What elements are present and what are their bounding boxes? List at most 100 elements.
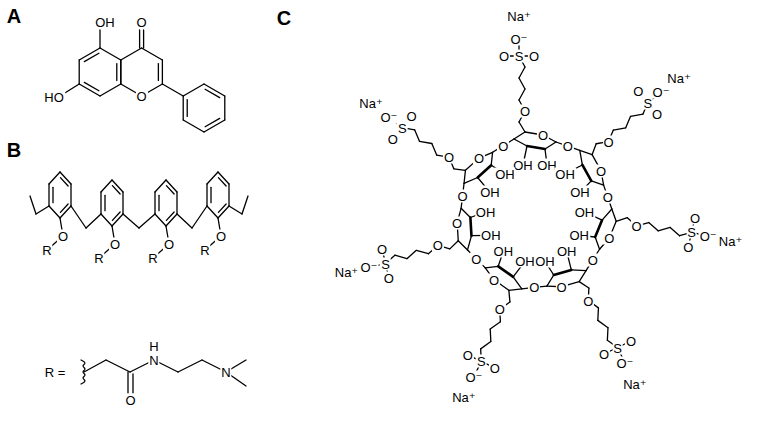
atom-label: O [462, 348, 474, 361]
panel-letter: B [6, 140, 22, 160]
bond-line [229, 206, 242, 214]
bond-line [120, 60, 121, 84]
bond-line [183, 84, 204, 96]
atom-label: O [406, 109, 418, 122]
bond-line [464, 177, 478, 183]
bond-line [112, 212, 120, 220]
bond-line [166, 212, 174, 220]
atom-label: O [528, 281, 540, 294]
bond-line [177, 214, 192, 228]
bond-line [187, 100, 188, 117]
bond-line [84, 82, 99, 90]
panel-letter: A [6, 6, 22, 26]
bond-line [101, 180, 112, 192]
atom-label: O [582, 294, 594, 307]
atom-label: OH [480, 229, 502, 242]
bond-line [86, 214, 101, 228]
atom-label: O [489, 361, 501, 374]
atom-label: OH [494, 167, 516, 180]
bond-line [207, 172, 218, 184]
atom-label: O [473, 152, 485, 165]
bond-line [116, 64, 117, 81]
atom-label: OH [574, 205, 596, 218]
atom-label: O [215, 230, 227, 243]
bond-line [591, 181, 603, 185]
atom-label: S [612, 341, 623, 354]
bond-line [183, 120, 204, 132]
bond-line [519, 122, 525, 132]
atom-label: OH [569, 186, 591, 199]
atom-label: O [631, 219, 643, 232]
atom-label: OH [554, 167, 576, 180]
atom-label: Na⁺ [358, 96, 383, 109]
atom-label: Na⁺ [334, 266, 359, 279]
bond-line [616, 218, 627, 222]
bond-line [99, 30, 100, 48]
bond-line [519, 67, 525, 78]
bond-line [490, 329, 492, 342]
atom-label: S [476, 355, 487, 368]
bond-line [597, 308, 599, 321]
bond-line [70, 184, 71, 206]
bond-line [670, 227, 679, 235]
atom-label: O [387, 133, 399, 146]
bond-line [514, 132, 525, 139]
atom-label: OH [514, 255, 536, 268]
atom-label: O [497, 139, 509, 152]
bond-line [519, 89, 525, 100]
atom-label: OH [479, 186, 501, 199]
bond-line [101, 214, 112, 226]
bond-line [166, 186, 174, 194]
bond-line [36, 206, 49, 214]
atom-label: O [519, 105, 531, 118]
atom-label: Na⁺ [718, 235, 743, 248]
bond-line [132, 374, 133, 393]
bond-group [30, 30, 708, 393]
bond-line [30, 196, 36, 214]
bond-line [155, 180, 166, 192]
atom-label: O⁻ [510, 33, 529, 46]
bond-line [464, 170, 465, 183]
bond-line [554, 270, 572, 275]
bond-line [228, 184, 229, 206]
atom-label: OH [94, 16, 116, 29]
bond-line [84, 360, 106, 372]
bond-line [514, 139, 527, 146]
bond-line [139, 30, 140, 48]
atom-label: O [498, 50, 510, 63]
bond-line [485, 266, 498, 268]
bond-line [580, 150, 592, 154]
atom-label: O [651, 108, 663, 121]
bond-line [104, 195, 105, 210]
atom-label: O [602, 191, 614, 204]
bond-line [545, 142, 556, 149]
atom-label: O [537, 129, 549, 142]
bond-line [176, 192, 177, 214]
atom-label: O [432, 239, 444, 252]
atom-label: N [148, 354, 159, 367]
bond-line [183, 96, 184, 120]
bond-line [142, 48, 163, 60]
atom-label: O [556, 280, 568, 293]
bond-line [579, 282, 589, 288]
panel-letter: C [276, 8, 292, 28]
atom-label: O [376, 242, 388, 255]
bond-line [71, 206, 86, 228]
atom-label: O [528, 50, 540, 63]
bond-line [509, 290, 510, 302]
bond-line [210, 187, 211, 202]
bond-line [192, 206, 207, 228]
atom-label: O [602, 135, 614, 148]
atom-label: OH [475, 205, 497, 218]
bond-line [127, 372, 128, 393]
atom-label: O⁻ [615, 356, 634, 369]
bond-line [79, 60, 80, 84]
bond-line [112, 186, 120, 194]
bond-line [582, 165, 591, 181]
bond-line [478, 165, 492, 177]
bond-line [571, 269, 586, 271]
atom-label: O [470, 252, 482, 265]
bond-line [481, 342, 491, 349]
bond-line [498, 266, 513, 277]
bond-line [49, 206, 60, 218]
